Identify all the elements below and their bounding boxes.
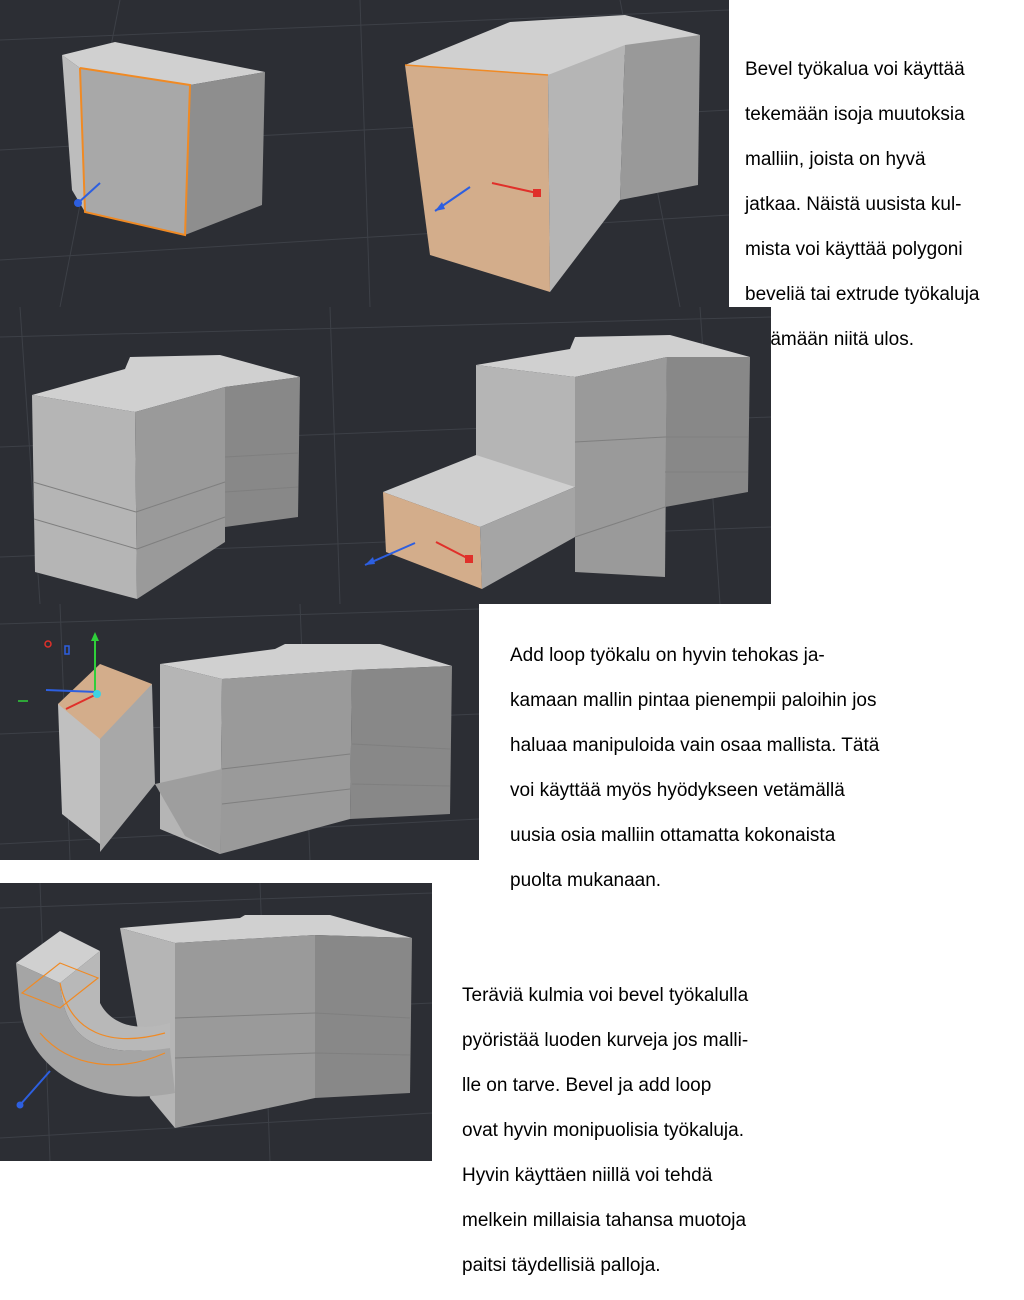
caption-line: vetämään niitä ulos. (745, 328, 914, 350)
caption-line: ovat hyvin monipuolisia työkaluja. (462, 1119, 744, 1141)
selected-face (58, 664, 152, 739)
mesh-cube[interactable] (62, 42, 265, 237)
move-gizmo-icon[interactable] (16, 1070, 51, 1109)
caption-line: beveliä tai extrude työkaluja (745, 283, 980, 305)
caption-line: tekemään isoja muutoksia (745, 103, 965, 125)
viewport-render (0, 883, 432, 1161)
caption-bevel-curves: Teräviä kulmia voi bevel työkalulla pyör… (462, 962, 822, 1300)
selected-face (383, 492, 482, 589)
mesh-block-loops[interactable] (32, 355, 300, 599)
viewport-bevel-edge[interactable] (0, 0, 729, 307)
caption-line: pyöristää luoden kurveja jos malli- (462, 1029, 749, 1051)
move-gizmo-icon[interactable] (434, 182, 541, 212)
caption-line: uusia osia malliin ottamatta kokonaista (510, 824, 836, 846)
caption-line: mista voi käyttää polygoni (745, 238, 963, 260)
selected-face (405, 65, 550, 292)
caption-add-loop: Add loop työkalu on hyvin tehokas ja- ka… (510, 622, 1010, 915)
caption-line: kamaan mallin pintaa pienempii paloihin … (510, 689, 877, 711)
caption-line: jatkaa. Näistä uusista kul- (745, 193, 962, 215)
move-gizmo-icon[interactable] (18, 632, 101, 710)
viewport-loop-cut[interactable] (0, 307, 771, 604)
caption-line: lle on tarve. Bevel ja add loop (462, 1074, 712, 1096)
caption-line: Bevel työkalua voi käyttää (745, 58, 965, 80)
caption-line: malliin, joista on hyvä (745, 148, 926, 170)
mesh-extruded-block[interactable] (404, 15, 700, 292)
caption-bevel: Bevel työkalua voi käyttää tekemään isoj… (745, 36, 1020, 374)
mesh-extended-arm[interactable] (58, 644, 452, 854)
move-gizmo-icon[interactable] (364, 541, 473, 566)
caption-line: melkein millaisia tahansa muotoja (462, 1209, 747, 1231)
selected-edge-loop (20, 962, 166, 1066)
viewport-bevel-curve[interactable] (0, 883, 432, 1161)
mesh-curved-arm[interactable] (16, 915, 412, 1128)
viewport-render (0, 307, 771, 604)
caption-line: Hyvin käyttäen niillä voi tehdä (462, 1164, 713, 1186)
mesh-extruded-step[interactable] (383, 335, 750, 589)
caption-line: puolta mukanaan. (510, 869, 662, 891)
viewport-render (0, 0, 729, 307)
caption-line: voi käyttää myös hyödykseen vetämällä (510, 779, 845, 801)
selected-edge-loop (79, 67, 192, 237)
caption-line: haluaa manipuloida vain osaa mallista. T… (510, 734, 880, 756)
viewport-render (0, 604, 479, 860)
caption-line: Add loop työkalu on hyvin tehokas ja- (510, 644, 825, 666)
viewport-add-loop[interactable] (0, 604, 479, 860)
caption-line: paitsi täydellisiä palloja. (462, 1254, 661, 1276)
caption-line: Teräviä kulmia voi bevel työkalulla (462, 984, 749, 1006)
move-gizmo-icon[interactable] (74, 182, 101, 207)
